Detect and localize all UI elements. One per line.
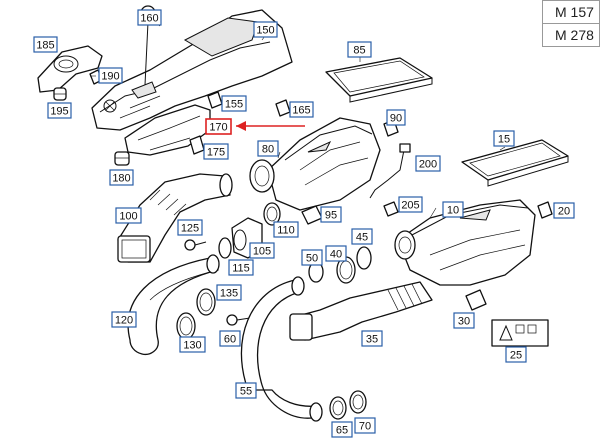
part-35-intake-duct[interactable] [289, 281, 433, 341]
callout-105: 105 [253, 246, 271, 258]
callout-45: 45 [356, 232, 368, 244]
callout-125: 125 [181, 223, 199, 235]
callout-labels: 160 150 185 85 190 195 155 165 90 170 15… [33, 9, 575, 438]
part-165-clip[interactable] [275, 99, 291, 117]
callout-150: 150 [256, 25, 274, 37]
part-200-sensor-cable[interactable] [369, 143, 411, 199]
part-45-clamp[interactable] [356, 246, 372, 270]
callout-70: 70 [359, 421, 371, 433]
callout-135: 135 [220, 288, 238, 300]
callout-20: 20 [558, 206, 570, 218]
part-205-clip[interactable] [383, 201, 399, 217]
callout-90: 90 [390, 113, 402, 125]
callout-130: 130 [183, 340, 201, 352]
callout-80: 80 [262, 144, 274, 156]
part-85-air-filter[interactable] [325, 57, 433, 103]
callout-205: 205 [401, 200, 419, 212]
callout-155: 155 [225, 99, 243, 111]
callout-85: 85 [353, 45, 365, 57]
part-125-bolt[interactable] [184, 239, 207, 251]
callout-15: 15 [498, 134, 510, 146]
callout-200: 200 [419, 159, 437, 171]
callout-65: 65 [336, 425, 348, 437]
callout-35: 35 [366, 334, 378, 346]
part-70-clamp[interactable] [349, 390, 367, 414]
part-80-filter-housing-left[interactable] [249, 117, 381, 211]
part-180-grommet[interactable] [114, 151, 130, 166]
callout-175: 175 [207, 147, 225, 159]
part-engine-cover[interactable] [91, 9, 293, 131]
callout-30: 30 [458, 316, 470, 328]
callout-195: 195 [50, 106, 68, 118]
callout-25: 25 [510, 350, 522, 362]
part-185-bracket[interactable] [37, 45, 103, 93]
callout-40: 40 [330, 249, 342, 261]
part-25-warning-label[interactable] [491, 319, 549, 347]
callout-185: 185 [36, 40, 54, 52]
part-130-clamp[interactable] [176, 312, 196, 340]
part-120-hose[interactable] [127, 254, 220, 356]
callout-110: 110 [277, 225, 295, 237]
callout-100: 100 [119, 211, 137, 223]
part-65-clamp[interactable] [329, 396, 347, 420]
part-20-clip[interactable] [537, 201, 553, 219]
part-15-air-filter[interactable] [461, 139, 569, 187]
part-195-grommet[interactable] [53, 87, 67, 101]
callout-55: 55 [240, 386, 252, 398]
callout-120: 120 [115, 315, 133, 327]
callout-160: 160 [140, 13, 158, 25]
model-label-m278[interactable]: M 278 [542, 23, 600, 47]
part-115-clamp[interactable] [218, 237, 232, 259]
callout-180: 180 [112, 173, 130, 185]
callout-95: 95 [325, 210, 337, 222]
callout-190: 190 [101, 71, 119, 83]
part-135-clamp[interactable] [196, 288, 216, 316]
part-100-intake-duct[interactable] [117, 173, 233, 263]
callout-115: 115 [232, 263, 250, 275]
callout-50: 50 [306, 253, 318, 265]
part-110-ring[interactable] [263, 202, 281, 226]
model-label-m157[interactable]: M 157 [542, 0, 600, 24]
highlight-arrow [236, 121, 305, 131]
part-60-bolt[interactable] [226, 314, 251, 326]
callout-165: 165 [292, 105, 310, 117]
callout-10: 10 [447, 205, 459, 217]
callout-60: 60 [224, 334, 236, 346]
part-175-clip[interactable] [189, 135, 205, 155]
part-30-bracket[interactable] [465, 289, 487, 311]
part-10-filter-housing-right[interactable] [394, 199, 536, 286]
callout-170: 170 [209, 122, 227, 134]
part-55-hose[interactable] [240, 276, 323, 422]
